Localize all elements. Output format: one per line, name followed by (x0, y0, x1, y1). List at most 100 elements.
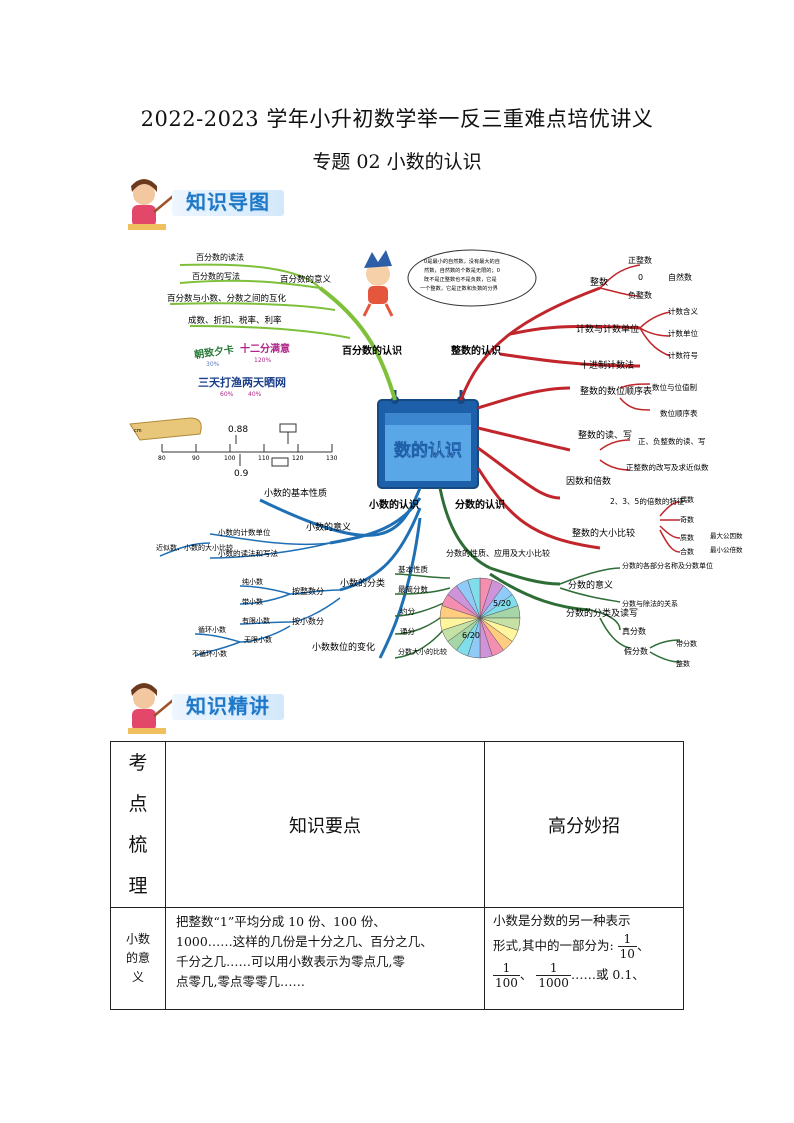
mind-map: 数的认识 百分数的读法 百分数的写法 百分数的意义 百分数与小数、分数之间的互化… (129, 249, 743, 668)
svg-text:约分: 约分 (400, 606, 415, 616)
svg-text:十二分满意: 十二分满意 (240, 342, 290, 355)
svg-text:无限小数: 无限小数 (244, 635, 272, 644)
percent-item: 百分数的读法 (196, 252, 244, 262)
svg-text:小数数位的变化: 小数数位的变化 (312, 641, 375, 653)
svg-text:计数含义: 计数含义 (668, 306, 698, 316)
tape-measure-ruler-icon: cm 80 90 100 110 120 130 0.88 0.9 (129, 417, 338, 479)
header-kaodian: 考 点 梳 理 (110, 741, 166, 908)
svg-text:计数符号: 计数符号 (668, 350, 698, 360)
integer-branch (459, 264, 681, 553)
svg-text:正整数的改写及求近似数: 正整数的改写及求近似数 (626, 462, 709, 472)
svg-text:合数: 合数 (680, 547, 694, 556)
svg-text:cm: cm (134, 428, 142, 434)
svg-text:60%: 60% (220, 391, 234, 398)
svg-text:小数的分类: 小数的分类 (340, 577, 385, 589)
svg-text:朝致夕卡: 朝致夕卡 (193, 343, 234, 361)
svg-text:按小数分: 按小数分 (292, 616, 324, 626)
idiom-poster: 朝致夕卡 30% 十二分满意 120% 三天打渔两天晒网 60% 40% (193, 342, 290, 398)
svg-text:正整数: 正整数 (628, 255, 652, 265)
svg-text:120%: 120% (254, 357, 271, 364)
banner-knowledge-map: 知识导图 (120, 178, 285, 232)
decimal-branch (159, 487, 422, 659)
document-subtitle: 专题 02 小数的认识 (312, 151, 482, 173)
document-title: 2022-2023 学年小升初数学举一反三重难点培优讲义 (140, 107, 654, 131)
svg-text:2、3、5的倍数的特征: 2、3、5的倍数的特征 (610, 496, 685, 506)
header-knowledge-points: 知识要点 (165, 741, 485, 908)
center-label: 数的认识 (394, 440, 462, 461)
svg-text:整数的数位顺序表: 整数的数位顺序表 (580, 385, 652, 397)
teacher-figure-icon (128, 683, 179, 734)
svg-text:110: 110 (258, 455, 270, 462)
svg-text:小数的计数单位: 小数的计数单位 (218, 527, 271, 537)
svg-text:130: 130 (326, 455, 338, 462)
svg-text:按整数分: 按整数分 (292, 586, 324, 596)
knowledge-table: 考 点 梳 理 知识要点 高分妙招 小数 的意 义 把整数“1”平均分成 10 … (110, 741, 684, 1010)
svg-text:0.9: 0.9 (234, 469, 249, 479)
svg-text:近似数、小数的大小比较: 近似数、小数的大小比较 (156, 543, 233, 552)
svg-text:0.88: 0.88 (228, 425, 248, 435)
svg-text:三天打渔两天晒网: 三天打渔两天晒网 (198, 375, 286, 389)
fraction-branch (394, 487, 681, 663)
svg-text:90: 90 (192, 455, 200, 462)
percent-item: 百分数的写法 (192, 271, 240, 281)
svg-text:小数的意义: 小数的意义 (306, 521, 351, 533)
svg-text:分数与除法的关系: 分数与除法的关系 (622, 599, 678, 608)
speech-bubble (407, 249, 537, 307)
svg-text:分数的意义: 分数的意义 (568, 579, 613, 591)
svg-text:自然数: 自然数 (668, 272, 692, 282)
svg-text:分数的各部分名称及分数单位: 分数的各部分名称及分数单位 (622, 561, 713, 570)
fraction-label: 分数的认识 (455, 498, 505, 511)
svg-text:120: 120 (292, 455, 304, 462)
integer-label: 整数的认识 (450, 344, 501, 357)
svg-text:数位顺序表: 数位顺序表 (660, 408, 698, 418)
svg-text:40%: 40% (248, 391, 262, 398)
percent-label: 百分数的认识 (342, 344, 402, 357)
svg-text:带分数: 带分数 (676, 639, 697, 648)
cartoon-character-icon (362, 250, 394, 317)
banner-label: 知识精讲 (186, 694, 270, 718)
svg-text:奇数: 奇数 (680, 515, 694, 524)
svg-text:整数的读、写: 整数的读、写 (578, 429, 632, 441)
bubble-line: 0是最小的自然数，没有最大的自 (424, 257, 500, 265)
pie-label: 5/20 (493, 599, 511, 608)
svg-text:负整数: 负整数 (628, 290, 652, 300)
decimal-label: 小数的认识 (368, 498, 419, 511)
percent-item: 成数、折扣、税率、利率 (188, 315, 282, 326)
svg-text:整数: 整数 (590, 276, 608, 288)
svg-text:最小公倍数: 最小公倍数 (710, 545, 743, 554)
svg-text:分数的分类及读写: 分数的分类及读写 (566, 607, 638, 619)
svg-text:质数: 质数 (680, 533, 694, 542)
svg-text:计数单位: 计数单位 (668, 328, 698, 338)
svg-text:整数: 整数 (676, 659, 690, 668)
svg-text:十进制计数法: 十进制计数法 (580, 359, 634, 371)
svg-text:因数和倍数: 因数和倍数 (566, 475, 611, 487)
bubble-line: 然数，自然数的个数是无限的；0 (424, 266, 500, 274)
svg-text:分数大小的比较: 分数大小的比较 (398, 647, 447, 656)
svg-text:数位与位值制: 数位与位值制 (652, 382, 697, 392)
svg-text:真分数: 真分数 (622, 626, 646, 636)
svg-text:基本性质: 基本性质 (398, 564, 428, 574)
svg-text:分数的性质、应用及大小比较: 分数的性质、应用及大小比较 (446, 548, 550, 558)
svg-text:100: 100 (224, 455, 236, 462)
svg-text:最简分数: 最简分数 (398, 584, 428, 594)
svg-text:有限小数: 有限小数 (242, 616, 270, 625)
svg-text:0: 0 (638, 273, 643, 282)
svg-text:不循环小数: 不循环小数 (192, 649, 227, 658)
header-tips: 高分妙招 (484, 741, 684, 908)
svg-text:30%: 30% (206, 361, 220, 368)
svg-text:假分数: 假分数 (624, 646, 648, 656)
percent-item: 百分数与小数、分数之间的互化 (167, 293, 287, 304)
table-header-row: 考 点 梳 理 知识要点 高分妙招 (110, 741, 684, 908)
svg-text:正、负整数的读、写: 正、负整数的读、写 (638, 436, 706, 446)
svg-text:纯小数: 纯小数 (242, 577, 263, 586)
svg-text:最大公因数: 最大公因数 (710, 531, 743, 540)
percent-branch (169, 263, 397, 401)
fraction-pie-icon (439, 577, 521, 659)
table-row: 小数 的意 义 把整数“1”平均分成 10 份、100 份、 1000……这样的… (110, 907, 684, 1010)
row-label: 小数 的意 义 (110, 907, 166, 1010)
banner-knowledge-lecture: 知识精讲 (120, 682, 285, 736)
svg-text:80: 80 (158, 455, 166, 462)
